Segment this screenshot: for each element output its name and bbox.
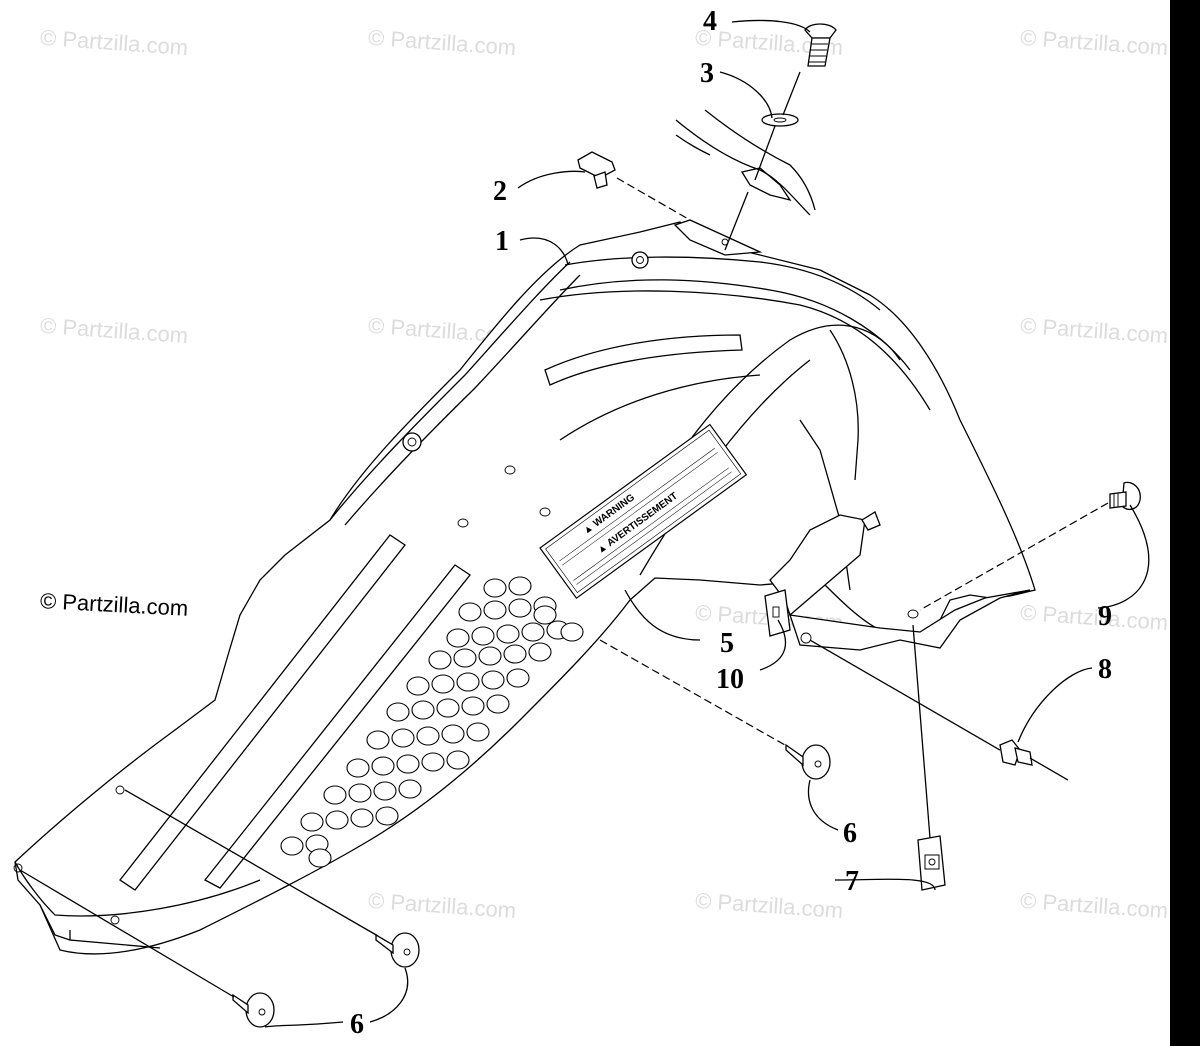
callout-10: 10	[716, 664, 744, 695]
vent-hole	[350, 808, 374, 828]
vent-hole	[366, 730, 390, 750]
vent-hole	[483, 578, 507, 598]
vent-hole	[456, 672, 480, 692]
vent-hole	[398, 779, 422, 799]
vent-hole	[481, 670, 505, 690]
callout-1: 1	[495, 226, 509, 257]
vent-hole	[406, 676, 430, 696]
callout-2: 2	[493, 176, 507, 207]
vent-hole	[280, 836, 304, 856]
leader-lines	[264, 19, 1150, 1028]
vent-hole	[478, 646, 502, 666]
vent-hole	[446, 750, 470, 770]
vent-hole	[375, 806, 399, 826]
rivet-right	[785, 743, 831, 780]
edge-bar	[1170, 0, 1200, 1046]
vent-hole	[416, 726, 440, 746]
vent-hole	[506, 668, 530, 688]
rivet-bottom-2	[232, 992, 275, 1028]
vent-hole	[431, 674, 455, 694]
vent-hole	[458, 602, 482, 622]
callout-9: 9	[1098, 601, 1112, 632]
callout-6-bottom: 6	[350, 1009, 364, 1040]
vent-hole	[560, 622, 584, 642]
vent-hole	[446, 628, 470, 648]
bolt-right	[1109, 481, 1141, 511]
vent-hole	[323, 785, 347, 805]
bolt-top	[804, 23, 837, 67]
vent-hole	[528, 642, 552, 662]
mounting-bracket	[764, 511, 1031, 651]
vent-hole	[521, 622, 545, 642]
vent-hole	[486, 694, 510, 714]
vent-hole	[441, 724, 465, 744]
vent-hole	[373, 781, 397, 801]
vent-hole	[471, 626, 495, 646]
vent-holes	[280, 576, 584, 868]
callout-3: 3	[700, 58, 714, 89]
warning-label: ▲ WARNING ▲ AVERTISSEMENT	[539, 423, 748, 599]
callout-4: 4	[703, 6, 717, 37]
clip-nut	[917, 835, 946, 891]
vent-hole	[533, 605, 557, 625]
vent-hole	[428, 650, 452, 670]
vent-hole	[503, 644, 527, 664]
callout-8: 8	[1098, 654, 1112, 685]
vent-hole	[391, 728, 415, 748]
vent-hole	[386, 702, 410, 722]
vent-hole	[461, 696, 485, 716]
vent-hole	[346, 758, 370, 778]
pop-rivet	[999, 739, 1069, 781]
vent-hole	[371, 756, 395, 776]
vent-hole	[483, 600, 507, 620]
vent-hole	[496, 624, 520, 644]
vent-hole	[396, 754, 420, 774]
callout-5: 5	[720, 628, 734, 659]
vent-hole	[508, 598, 532, 618]
callout-7: 7	[845, 866, 859, 897]
vent-hole	[411, 700, 435, 720]
vent-hole	[453, 648, 477, 668]
vent-hole	[466, 722, 490, 742]
callout-6-right: 6	[843, 818, 857, 849]
vent-hole	[325, 810, 349, 830]
vent-hole	[348, 783, 372, 803]
washer	[761, 113, 799, 127]
vent-hole	[308, 848, 332, 868]
rivet-top	[577, 151, 616, 189]
vent-hole	[508, 576, 532, 596]
vent-hole	[421, 752, 445, 772]
vent-hole	[300, 812, 324, 832]
vent-hole	[436, 698, 460, 718]
rivet-bottom-1	[375, 932, 420, 968]
